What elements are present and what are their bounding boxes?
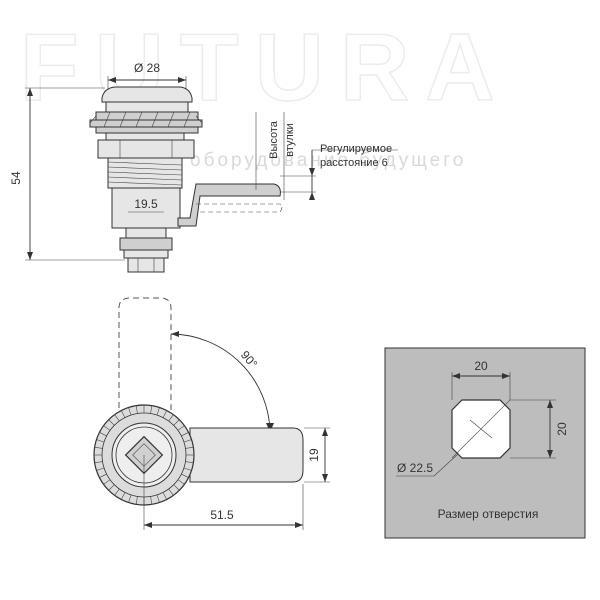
knurl-tick — [168, 414, 174, 422]
sleeve-height-label-line1: Высота — [268, 120, 280, 159]
knurl-tick — [185, 461, 194, 464]
knurl-tick — [168, 488, 174, 496]
knurl-tick — [96, 467, 105, 471]
side-view: 54 Ø 28 19.5 — [9, 61, 398, 273]
knurl-tick — [177, 479, 185, 485]
hole-detail: 20 20 Ø 22.5 Размер отверстия — [384, 347, 586, 539]
toothed-washer — [89, 111, 203, 134]
hole-diameter-label: Ø 22.5 — [397, 461, 433, 475]
knurl-tick — [99, 473, 107, 478]
top-view: 90° 19 51.5 — [93, 297, 330, 530]
sleeve-width-label: 19.5 — [134, 197, 158, 211]
height-dimension-label: 54 — [9, 171, 23, 185]
knurl-tick — [162, 410, 167, 418]
hole-caption: Размер отверстия — [438, 507, 539, 521]
knurl-tick — [173, 484, 180, 491]
adjustable-distance-line2: расстояние 6 — [320, 157, 388, 169]
knurl-tick — [96, 439, 105, 443]
knurl-tick — [108, 419, 115, 426]
watermark-brand: FUTURA — [20, 14, 511, 121]
length-label: 51.5 — [210, 508, 234, 522]
knurl-tick — [181, 432, 189, 437]
tongue-width-label: 19 — [307, 448, 321, 462]
watermark: FUTURA оборудование будущего — [19, 13, 511, 171]
knurl-tick — [181, 473, 189, 478]
knurl-tick — [108, 484, 115, 491]
knurl-tick — [121, 492, 126, 500]
sleeve-height-label-line2: втулки — [284, 123, 296, 156]
knurl-tick — [156, 494, 160, 503]
knurl-tick — [94, 461, 103, 464]
hole-width-label: 20 — [474, 359, 488, 373]
knurl-tick — [94, 446, 103, 449]
knurl-tick — [103, 479, 111, 485]
cam-tongue-top — [189, 427, 304, 483]
knurl-tick — [150, 405, 153, 414]
knurl-tick — [114, 488, 120, 496]
knurl-tick — [177, 425, 185, 431]
bottom-nut — [119, 237, 173, 251]
ghost-tongue — [118, 297, 172, 418]
watermark-tagline: оборудование будущего — [190, 150, 466, 171]
knurl-tick — [128, 494, 132, 503]
knurl-tick — [128, 407, 132, 416]
angle-label: 90° — [238, 348, 261, 371]
knurl-tick — [121, 410, 126, 418]
diameter-28-label: Ø 28 — [134, 61, 160, 75]
knurl-tick — [99, 432, 107, 437]
knurl-tick — [185, 446, 194, 449]
knurl-tick — [173, 419, 180, 426]
knurl-tick — [150, 496, 153, 505]
hole-height-label: 20 — [555, 422, 569, 436]
knurl-tick — [135, 405, 138, 414]
knurl-tick — [183, 439, 192, 443]
knurl-tick — [162, 492, 167, 500]
hex-nut — [97, 139, 195, 159]
sleeve — [111, 187, 181, 229]
lock-head — [101, 86, 193, 103]
cam-tongue — [177, 183, 281, 227]
adjustable-distance-line1: Регулируемое — [320, 143, 392, 155]
knurl-tick — [183, 467, 192, 471]
knurl-tick — [103, 425, 111, 431]
knurl-tick — [156, 407, 160, 416]
knurl-tick — [135, 496, 138, 505]
knurl-tick — [114, 414, 120, 422]
